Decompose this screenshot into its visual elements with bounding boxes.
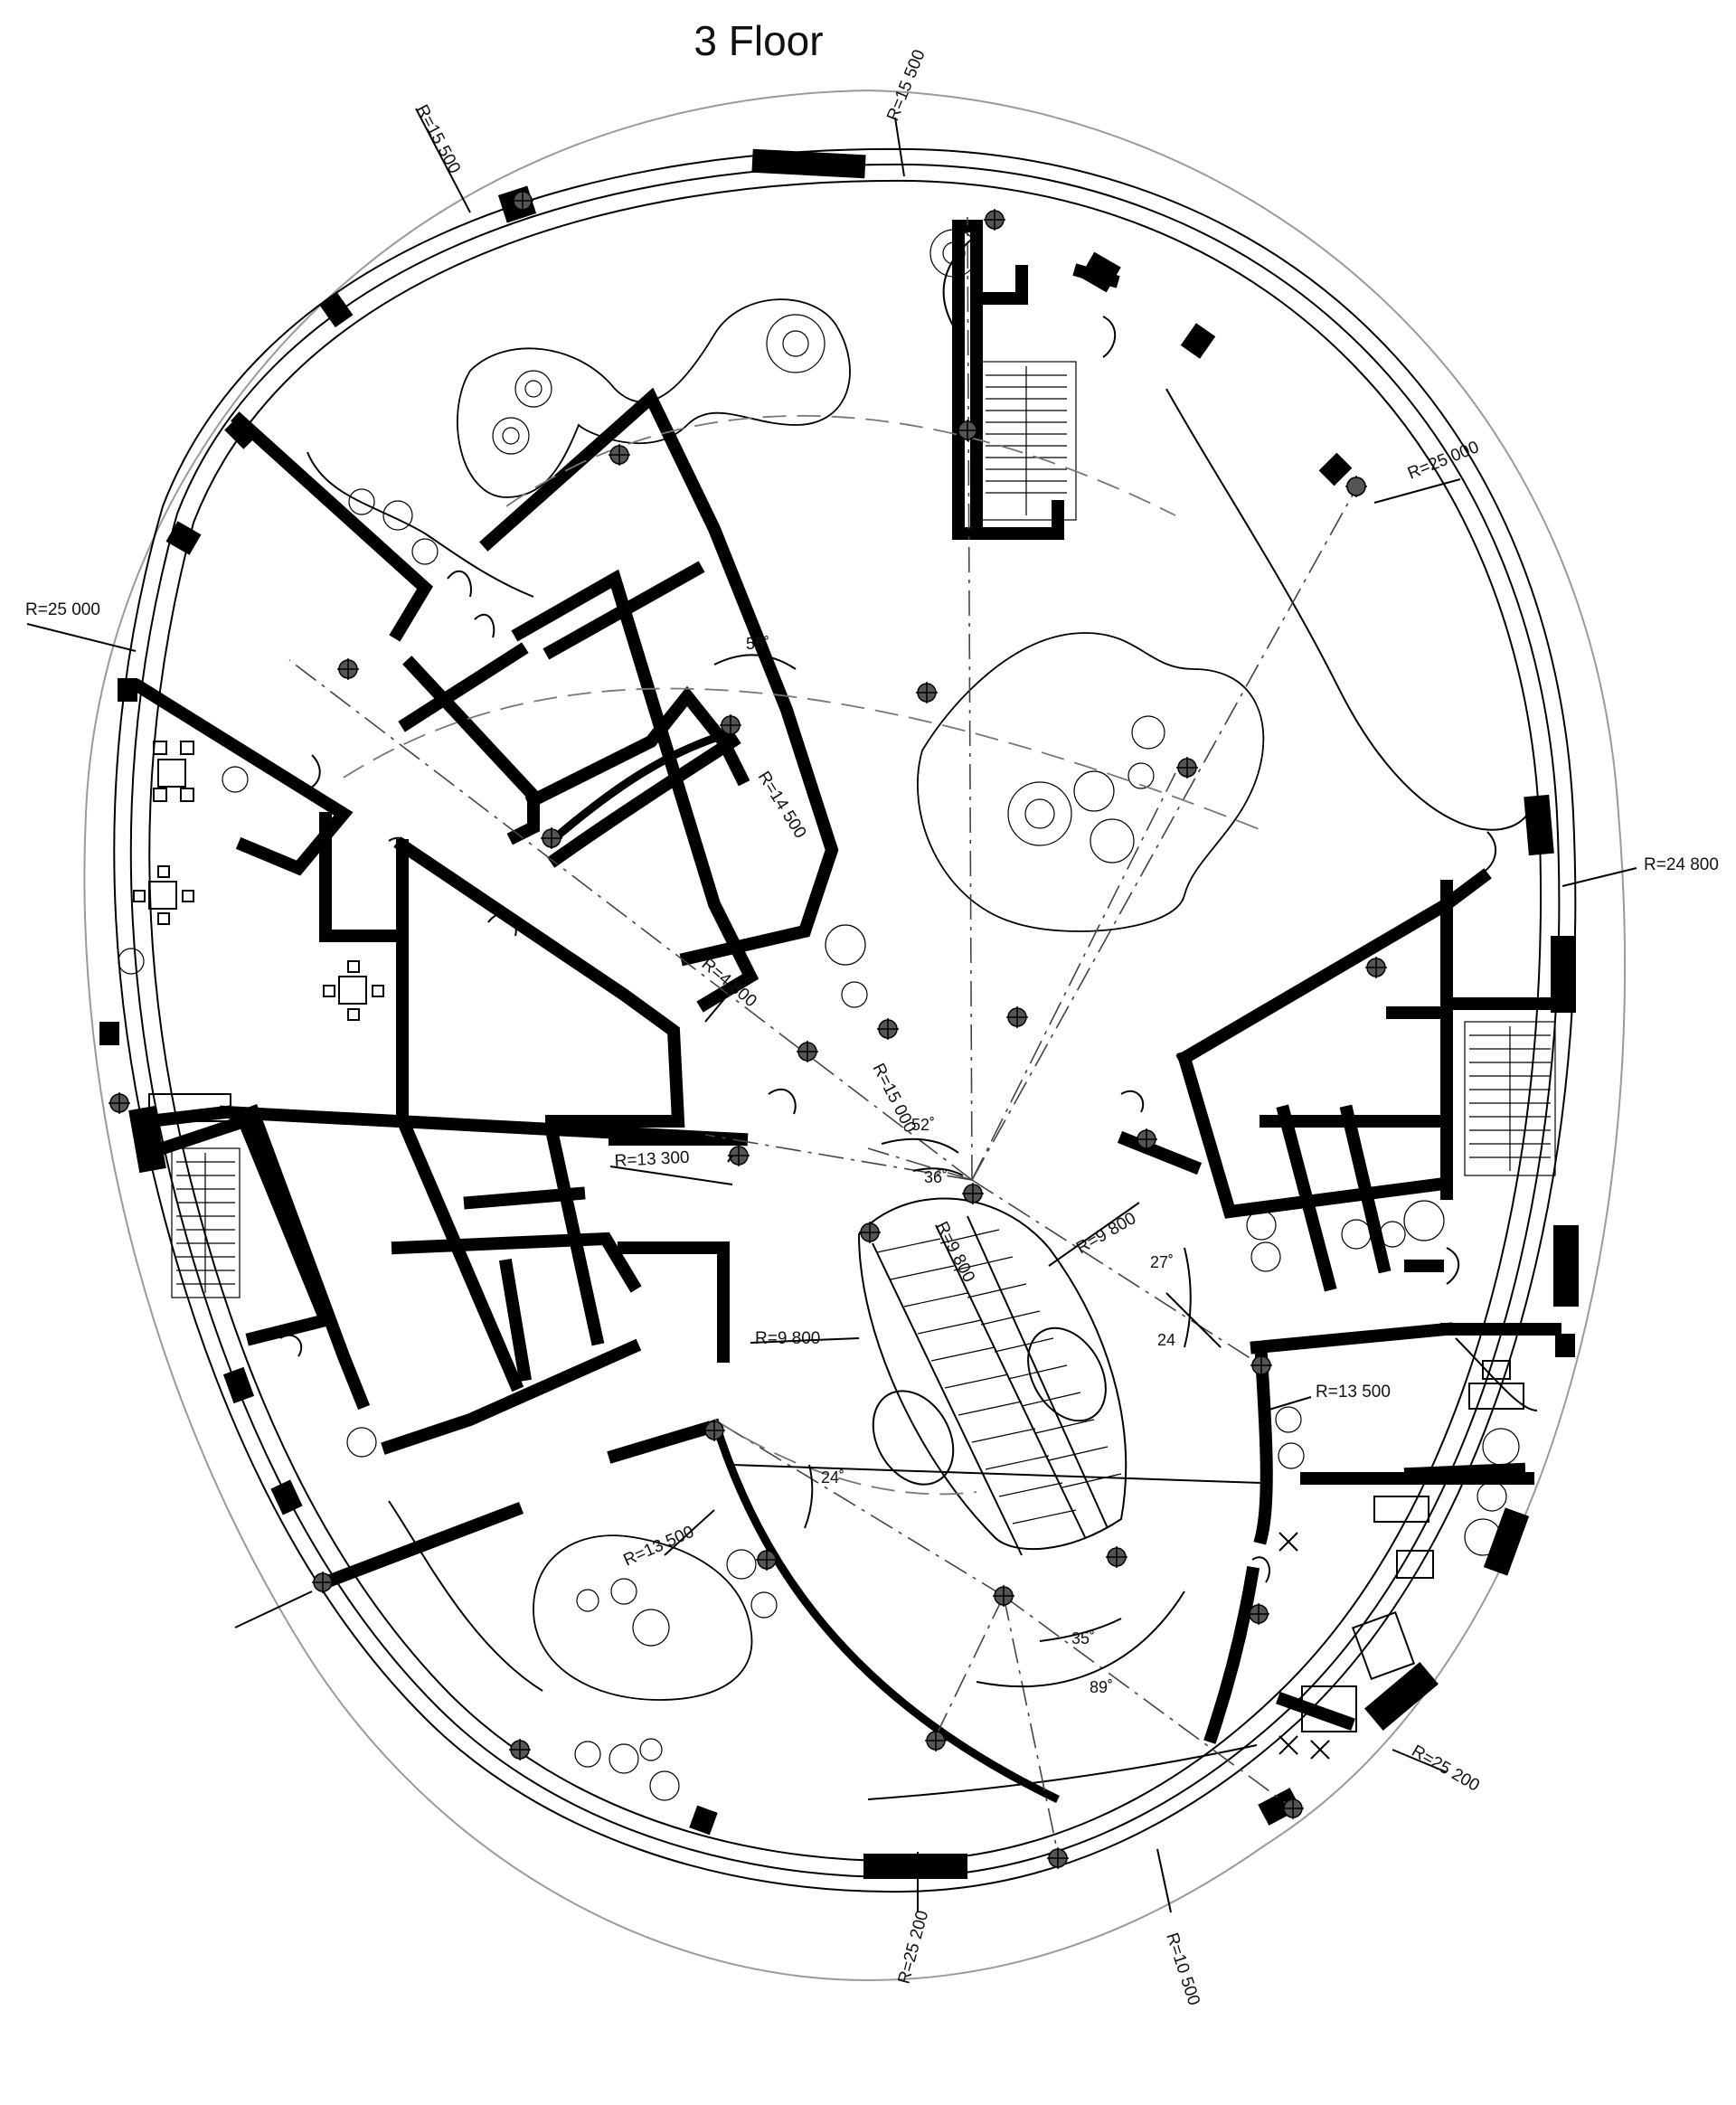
- outer-boundary-curve: [83, 89, 1627, 1982]
- columns: [108, 190, 1387, 1869]
- angle-arcs: [713, 654, 1222, 1688]
- plant-symbol: [346, 1427, 778, 1619]
- radius-label: R=25 200: [895, 1909, 933, 1987]
- column-marker: [797, 1041, 818, 1062]
- column-marker: [1006, 1006, 1028, 1028]
- column-marker: [925, 1730, 947, 1751]
- plant-symbol: [348, 488, 439, 565]
- column-marker: [1047, 1847, 1069, 1869]
- radius-label: R=25 200: [1409, 1742, 1483, 1796]
- column-marker: [337, 658, 359, 680]
- cross-markers: [1278, 1532, 1330, 1760]
- radius-label: R=9 800: [932, 1219, 979, 1286]
- plant-symbol: [1275, 1406, 1520, 1556]
- column-marker: [1136, 1128, 1157, 1150]
- furniture: [133, 741, 1524, 1732]
- radius-label: R=13 300: [614, 1148, 690, 1171]
- angle-label: 27˚: [1150, 1253, 1174, 1271]
- curved-wall-south: [710, 1418, 1060, 1804]
- column-marker: [1250, 1355, 1272, 1376]
- column-marker: [957, 420, 978, 441]
- plant-symbol: [929, 229, 978, 278]
- plant-symbols: [118, 229, 1520, 1801]
- angle-label: 35˚: [1071, 1629, 1095, 1647]
- plant-symbol: [825, 924, 868, 1008]
- column-marker: [1106, 1546, 1127, 1568]
- column-marker: [1346, 477, 1366, 496]
- angle-label: 89˚: [1090, 1678, 1113, 1696]
- column-marker: [720, 714, 741, 736]
- plant-symbol: [576, 1578, 670, 1647]
- floor-title: 3 Floor: [693, 17, 824, 64]
- column-marker: [962, 1183, 984, 1204]
- plant-symbol: [574, 1738, 680, 1801]
- column-marker: [541, 827, 562, 849]
- column-marker: [984, 209, 1005, 231]
- radius-label: R=24 800: [1644, 855, 1719, 874]
- column-marker: [509, 1739, 531, 1760]
- escalator-treads: [876, 1229, 1122, 1524]
- plant-symbol: [766, 314, 826, 373]
- plant-symbol: [118, 766, 249, 975]
- column-marker: [1176, 757, 1198, 779]
- curved-wall-core: [549, 728, 734, 845]
- radius-label: R=25 000: [25, 600, 100, 619]
- column-marker: [993, 1585, 1014, 1607]
- plant-symbol: [492, 417, 530, 455]
- stair-core-north: [976, 361, 1077, 521]
- radius-label: R=25 000: [1405, 438, 1482, 484]
- column-marker: [512, 190, 533, 212]
- radius-label: R=10 500: [1162, 1930, 1203, 2007]
- column-marker: [916, 682, 938, 703]
- plant-symbol: [1007, 781, 1072, 846]
- building-facade: [113, 147, 1577, 1893]
- radius-label: R=14 500: [754, 769, 810, 842]
- column-marker: [1282, 1798, 1304, 1819]
- plant-symbol: [1246, 1200, 1445, 1272]
- angle-labels: 55˚ 52˚ 36˚ 27˚ 24 24˚ 35˚ 89˚: [746, 635, 1175, 1696]
- stair-core-west: [171, 1147, 241, 1298]
- column-marker: [312, 1572, 334, 1593]
- plant-symbol: [1073, 715, 1165, 864]
- structural-axes: [288, 216, 1357, 1855]
- radius-label: R=13 500: [1316, 1383, 1391, 1402]
- angle-label: 52˚: [911, 1116, 935, 1134]
- angle-label: 24˚: [821, 1468, 844, 1487]
- plant-symbol: [514, 370, 552, 408]
- guide-arc-upper: [505, 414, 1176, 516]
- column-marker: [1365, 957, 1387, 978]
- column-marker: [609, 444, 630, 466]
- radius-label: R=15 500: [883, 47, 929, 124]
- guide-arc-lower: [713, 1419, 977, 1496]
- facade-piers: [99, 148, 1579, 1879]
- radius-label: R=9 800: [755, 1329, 820, 1348]
- angle-label: 24: [1157, 1331, 1175, 1349]
- column-marker: [728, 1145, 750, 1166]
- radius-label: R=15 500: [412, 101, 464, 176]
- door-swings: [279, 316, 1496, 1583]
- column-marker: [756, 1549, 778, 1571]
- column-marker: [108, 1092, 130, 1114]
- dimension-leaders: [26, 108, 1637, 1913]
- column-marker: [859, 1222, 881, 1243]
- planters: [307, 234, 1538, 1800]
- walls: [131, 220, 1561, 1744]
- guide-arc-middle: [343, 687, 1267, 833]
- stair-core-east: [1464, 1021, 1556, 1176]
- radius-label: R=9 800: [1073, 1209, 1139, 1258]
- angle-label: 36˚: [924, 1168, 948, 1186]
- column-marker: [877, 1018, 899, 1040]
- column-marker: [1248, 1603, 1269, 1625]
- column-marker: [703, 1420, 725, 1441]
- angle-label: 55˚: [746, 635, 769, 653]
